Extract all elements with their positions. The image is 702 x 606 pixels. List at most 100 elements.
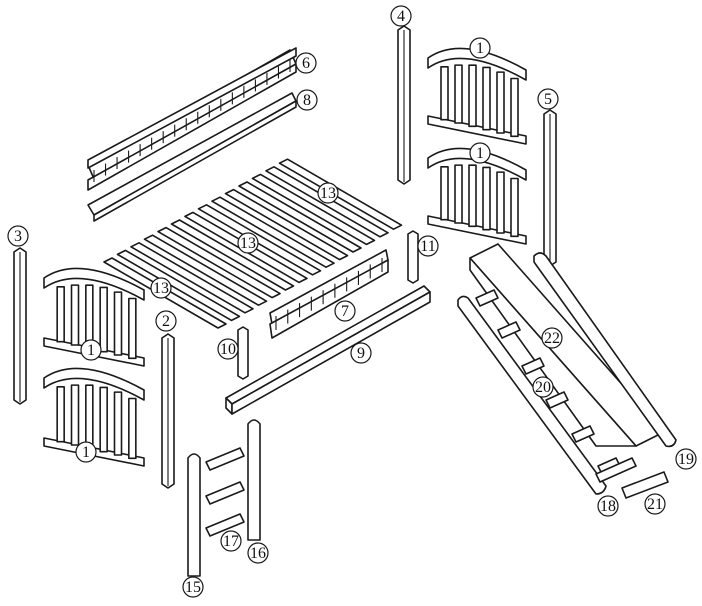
callout-p3: 3 [7,225,29,247]
callout-number: 11 [420,238,435,255]
post-3 [13,247,27,405]
ladder-steps-17 [205,447,245,537]
callout-circle [417,235,439,257]
headboard-spindle [440,166,449,221]
callout-number: 13 [240,235,256,252]
headboard-spindle [99,386,108,453]
headboard-spindle [454,64,463,124]
slat [143,234,268,307]
callout-circle [75,441,97,463]
callout-circle [334,300,356,322]
callout-p2: 2 [155,310,177,332]
callout-number: 1 [476,145,484,162]
post-block-11 [407,230,419,284]
callout-number: 5 [544,91,552,108]
slide-step [475,289,499,307]
slide-step [497,321,521,339]
slat [224,188,349,261]
slide-end-21 [595,457,669,499]
slat [170,219,295,291]
slide-rail-18 [457,295,607,495]
callout-number: 13 [320,185,336,202]
callout-number: 19 [678,451,694,468]
headboard-spindle [56,386,65,443]
callout-number: 1 [476,40,484,57]
callout-number: 10 [220,341,236,358]
slat [251,173,376,246]
callout-circle [537,88,559,110]
callout-circle [675,448,697,470]
headboard-spindle [482,66,491,131]
callout-circle [80,339,102,361]
headboard-spindle [482,166,491,231]
slat [278,158,403,230]
headboard-bottom-rail [427,215,527,245]
callout-circle [350,342,372,364]
callout-circle [155,310,177,332]
callout-circle [295,52,317,74]
callout-p5: 5 [537,88,559,110]
headboard-spindle [468,64,477,128]
callout-circle [597,495,619,517]
post-2 [161,333,175,489]
callout-circle [317,182,339,204]
callout-p1a: 1 [469,37,491,59]
callout-p13b: 13 [237,232,259,254]
slat [116,249,241,322]
headboard-top-rail [43,267,145,301]
headboard-top-rail [43,367,145,401]
callout-p8: 8 [296,89,318,111]
headboard-spindle [85,284,94,350]
callout-p1b: 1 [469,142,491,164]
headboard-panel-1-second [427,147,527,245]
callout-number: 21 [647,496,663,513]
post-4 [397,25,411,185]
callout-circle [247,542,269,564]
side-rail-8 [87,92,297,222]
headboard-spindle [113,291,123,356]
callout-p13a: 13 [317,182,339,204]
headboard-panel-1-top [427,47,527,145]
callout-circle [541,327,563,349]
headboard-spindle [468,164,477,228]
headboard-bottom-rail [427,115,527,145]
callout-p1c: 1 [80,339,102,361]
callout-number: 22 [544,330,560,347]
callout-p18: 18 [597,495,619,517]
callout-circle [237,232,259,254]
callout-number: 4 [397,8,405,25]
headboard-spindle [99,286,108,353]
callout-p22: 22 [541,327,563,349]
headboard-spindle [85,384,94,450]
headboard-spindle [454,164,463,224]
callout-p20: 20 [532,376,554,398]
slide-rail-19 [533,252,677,448]
ladder-rail-15 [187,453,201,577]
callout-number: 18 [600,498,616,515]
headboard-spindle [70,284,80,346]
callout-number: 1 [82,444,90,461]
callout-circle [469,142,491,164]
callout-number: 3 [14,228,22,245]
slats-13 [103,158,403,329]
slide-step [571,425,595,443]
callout-p11: 11 [417,235,439,257]
callout-p7: 7 [334,300,356,322]
callout-p13c: 13 [150,277,172,299]
callout-circle [150,277,172,299]
callout-p10: 10 [217,338,239,360]
headboard-spindle [128,297,137,360]
callout-number: 17 [223,533,239,550]
callout-p21: 21 [644,493,666,515]
callout-circle [296,89,318,111]
slat [130,242,254,314]
callout-p19: 19 [675,448,697,470]
guard-rail-6 [87,47,297,191]
headboard-spindle [113,391,123,456]
callout-p15: 15 [182,576,204,598]
callout-circle [644,493,666,515]
post-5 [543,109,557,267]
callout-p16: 16 [247,542,269,564]
guard-rail-7 [269,249,389,339]
callout-number: 1 [87,342,95,359]
